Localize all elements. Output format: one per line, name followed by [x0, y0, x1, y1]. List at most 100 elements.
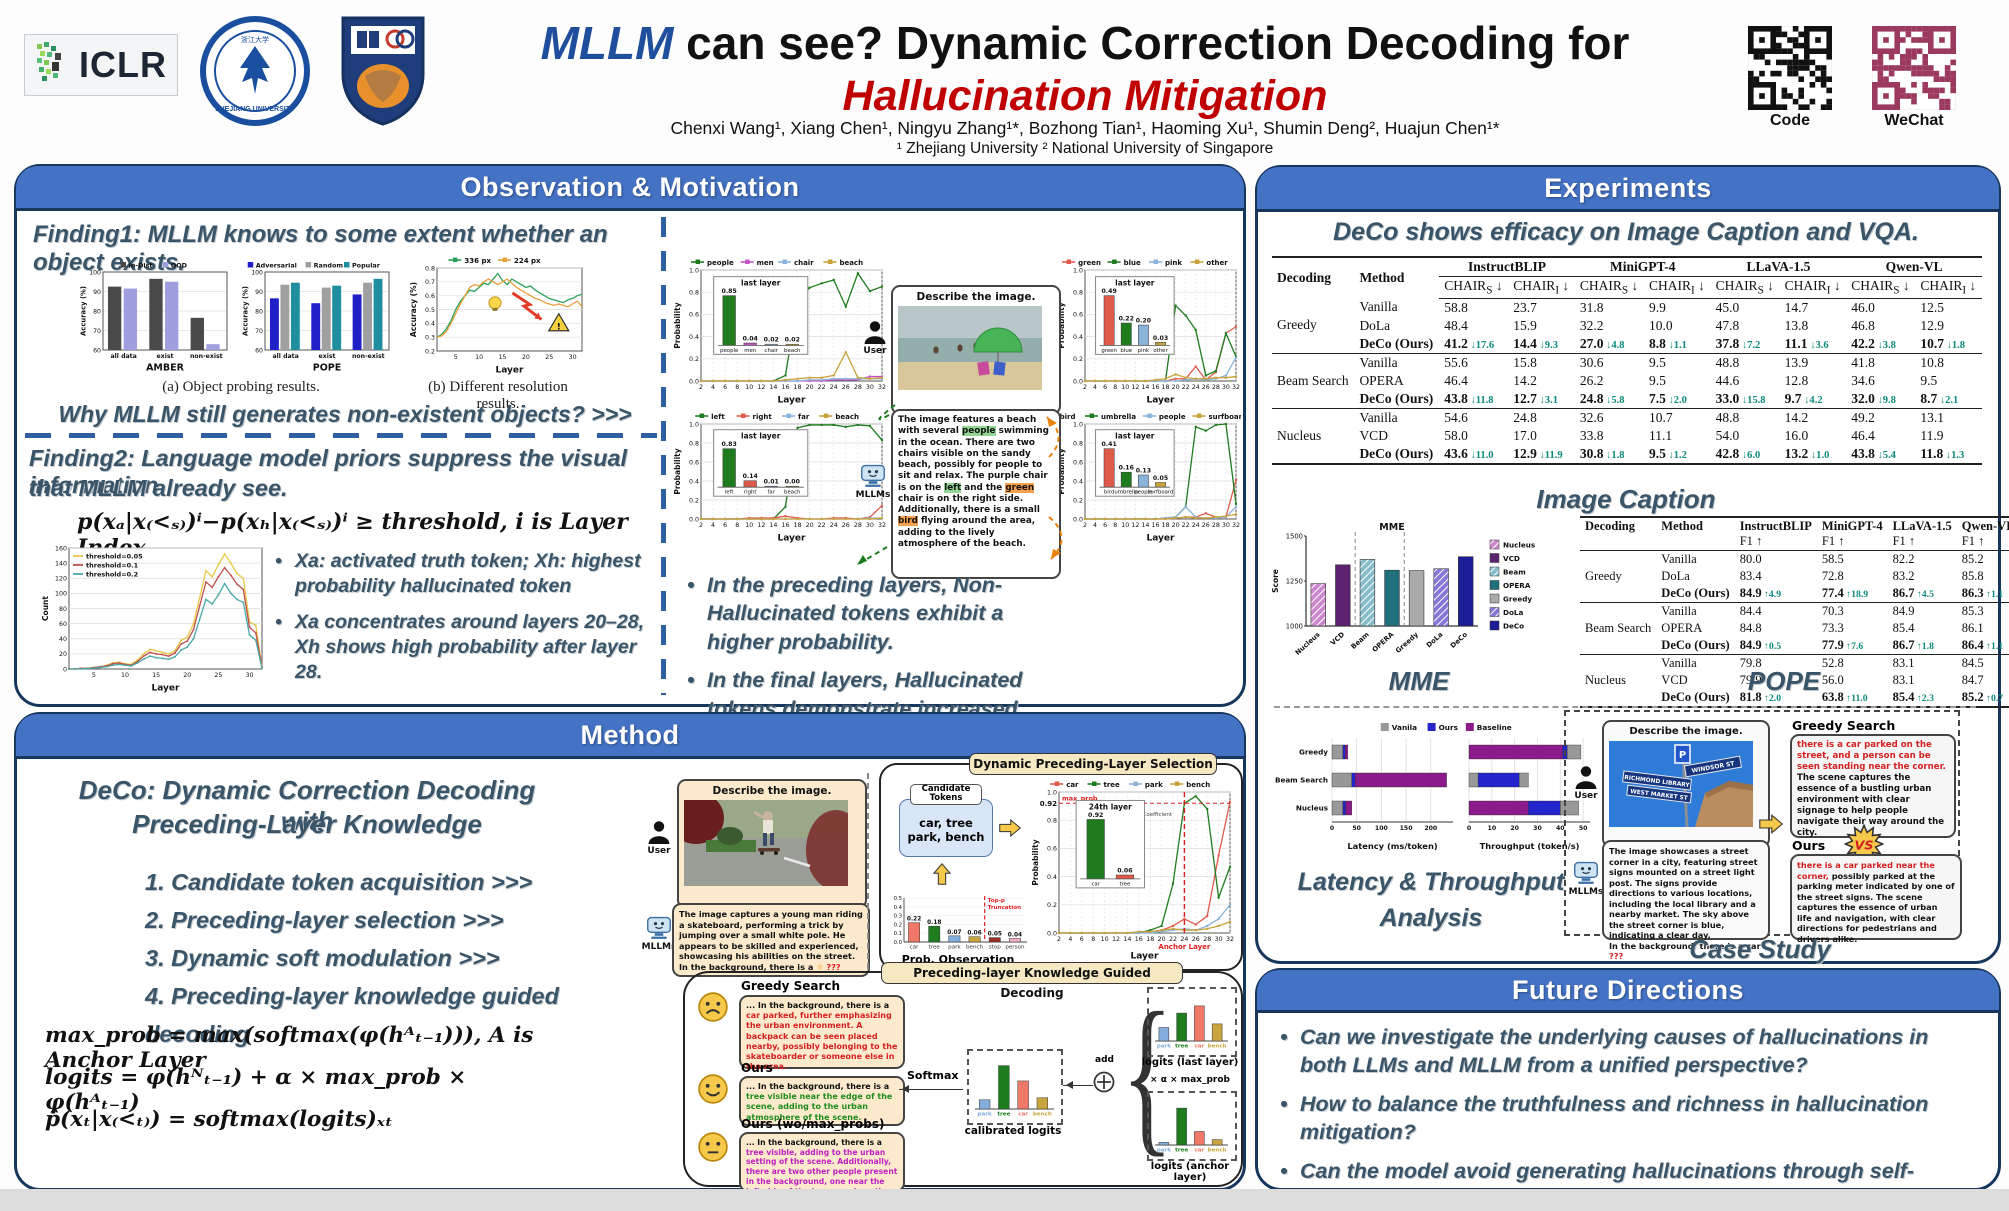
svg-text:20: 20	[1172, 522, 1180, 529]
svg-text:18: 18	[1162, 522, 1170, 529]
svg-text:Probability: Probability	[1057, 448, 1066, 494]
svg-text:18: 18	[794, 522, 802, 529]
svg-text:!: !	[557, 322, 561, 332]
svg-text:blue: blue	[1124, 259, 1141, 267]
svg-text:ZHEJIANG UNIVERSITY: ZHEJIANG UNIVERSITY	[215, 106, 295, 113]
iclr-mosaic-icon	[35, 40, 73, 91]
svg-text:Anchor Layer: Anchor Layer	[1158, 943, 1211, 951]
greedy-search-label: Greedy Search	[1792, 718, 1896, 733]
candidate-tokens-box: Candidate Tokens car, tree park, bench	[899, 784, 993, 857]
finding-divider	[25, 433, 657, 438]
svg-text:max_prob: max_prob	[1062, 794, 1098, 802]
svg-text:90: 90	[255, 289, 263, 296]
svg-text:0.8: 0.8	[689, 440, 699, 447]
experiments-divider	[1274, 706, 1976, 708]
svg-text:0.0: 0.0	[689, 516, 699, 523]
svg-text:VCD: VCD	[1329, 630, 1346, 647]
svg-text:24: 24	[1192, 384, 1200, 391]
case-mllm-bubble: The image showcases a street corner in a…	[1602, 840, 1770, 961]
experiments-headline: DeCo shows efficacy on Image Caption and…	[1333, 218, 1919, 246]
svg-text:car: car	[910, 945, 920, 951]
svg-text:Adversarial: Adversarial	[256, 262, 297, 270]
svg-text:60: 60	[59, 621, 67, 628]
latency-label-1: Latency & Throughput	[1297, 868, 1565, 896]
svg-text:8: 8	[1113, 522, 1117, 529]
experiments-header: Experiments	[1257, 167, 1999, 212]
svg-text:90: 90	[93, 289, 101, 296]
svg-text:0.6: 0.6	[425, 293, 435, 300]
svg-text:24th layer: 24th layer	[1089, 802, 1132, 811]
svg-text:10: 10	[121, 672, 129, 679]
svg-text:8: 8	[735, 384, 739, 391]
svg-text:4: 4	[1093, 384, 1097, 391]
mllm-icon	[857, 463, 889, 489]
svg-text:14: 14	[1141, 522, 1149, 529]
svg-text:10: 10	[745, 522, 753, 529]
svg-text:4: 4	[711, 384, 715, 391]
title-rest: can see? Dynamic Correction Decoding for	[673, 17, 1630, 69]
experiments-panel: Experiments DeCo shows efficacy on Image…	[1255, 165, 2009, 964]
svg-text:32: 32	[1232, 384, 1240, 391]
svg-text:0.0: 0.0	[1047, 930, 1057, 937]
svg-text:0.4: 0.4	[1073, 478, 1083, 485]
beach-prompt-bubble: Describe the image.	[891, 285, 1061, 415]
selection-box-title: Dynamic Preceding-Layer Selection	[969, 753, 1217, 775]
svg-text:0.02: 0.02	[785, 337, 800, 344]
svg-text:30: 30	[1533, 825, 1542, 832]
beach-image	[898, 306, 1054, 395]
svg-text:left: left	[725, 490, 734, 496]
svg-text:0.0: 0.0	[1073, 378, 1083, 385]
svg-text:Nucleus: Nucleus	[1294, 631, 1322, 657]
svg-text:20: 20	[522, 354, 530, 361]
svg-text:6: 6	[1103, 384, 1107, 391]
svg-text:0.05: 0.05	[988, 932, 1002, 938]
user-icon	[863, 319, 887, 345]
svg-text:Greedy: Greedy	[1299, 748, 1328, 757]
title-line2: Hallucination Mitigation	[842, 72, 1328, 120]
svg-text:car: car	[1194, 1044, 1204, 1050]
svg-text:0.06: 0.06	[1117, 868, 1132, 875]
svg-text:0.2: 0.2	[1073, 356, 1083, 363]
case-ours-label: Ours	[1792, 838, 1826, 853]
iclr-wordmark: ICLR	[79, 44, 167, 85]
svg-text:0.18: 0.18	[927, 920, 941, 926]
svg-text:0.0: 0.0	[1073, 516, 1083, 523]
svg-text:22: 22	[818, 384, 826, 391]
add-arrow	[1063, 1081, 1093, 1090]
svg-text:0.1: 0.1	[894, 931, 902, 937]
svg-text:28: 28	[854, 384, 862, 391]
svg-text:0.0: 0.0	[894, 940, 903, 946]
authors: Chenxi Wang¹, Xiang Chen¹, Ningyu Zhang¹…	[670, 118, 1500, 138]
svg-text:pink: pink	[1165, 259, 1182, 267]
candidate-tokens: car, tree park, bench	[907, 816, 985, 845]
svg-text:stop: stop	[989, 945, 1002, 951]
calibrated-logits-label: calibrated logits	[964, 1125, 1062, 1137]
svg-text:park: park	[1157, 1148, 1172, 1154]
svg-text:0.0: 0.0	[689, 378, 699, 385]
svg-text:20: 20	[1158, 936, 1166, 943]
svg-text:0.03: 0.03	[1153, 335, 1168, 342]
svg-text:other: other	[1153, 348, 1168, 354]
svg-text:park: park	[1157, 1044, 1172, 1050]
svg-text:80: 80	[93, 308, 101, 315]
mllm-label: MLLMs	[641, 942, 677, 952]
svg-text:22: 22	[1182, 522, 1190, 529]
svg-text:10: 10	[1101, 936, 1109, 943]
svg-text:VS: VS	[1855, 837, 1874, 852]
svg-text:0.4: 0.4	[1073, 334, 1083, 341]
svg-text:surfboard: surfboard	[1208, 413, 1241, 421]
svg-text:bench: bench	[1033, 1112, 1052, 1118]
svg-text:Layer: Layer	[1147, 534, 1176, 544]
svg-text:18: 18	[1146, 936, 1154, 943]
svg-text:bench: bench	[966, 945, 984, 951]
arrow-up-icon	[931, 861, 953, 887]
svg-text:Nucleus: Nucleus	[1296, 804, 1328, 813]
svg-text:P: P	[1679, 750, 1686, 761]
